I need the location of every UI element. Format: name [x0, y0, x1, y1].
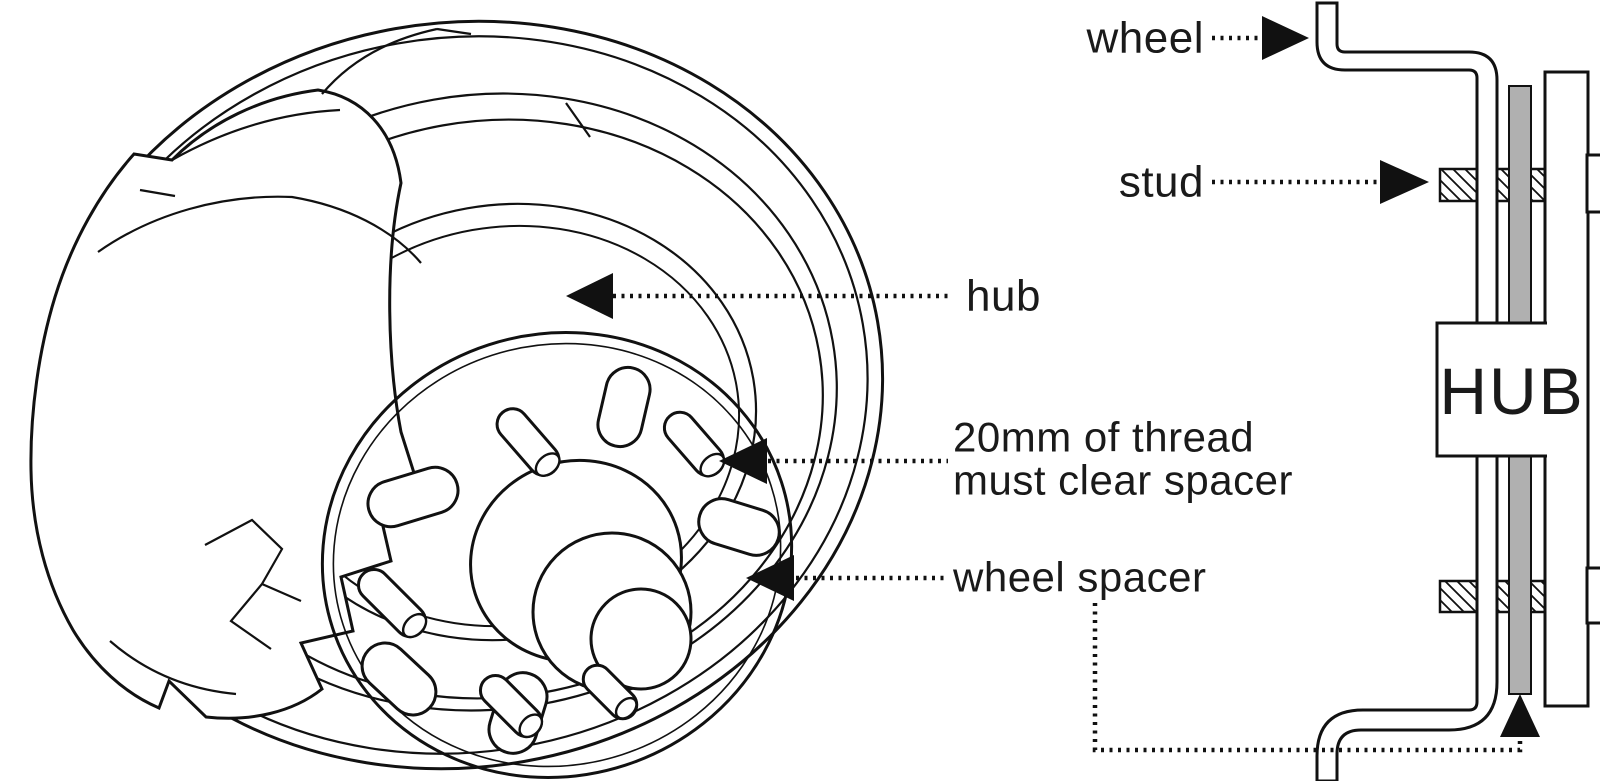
wheel-spacer-route-line: [1092, 603, 1523, 753]
wheel-cross-section: [1315, 1, 1499, 781]
hub-leader-arrow-icon: [566, 273, 613, 319]
spacer-slot: [366, 465, 460, 529]
thread-note-line2: must clear spacer: [953, 457, 1293, 504]
hub-flange: [1543, 70, 1590, 708]
hub-block: [1437, 323, 1547, 456]
stud-leader-arrow-icon: [1380, 160, 1429, 204]
spacer-slot: [360, 641, 438, 717]
wheel-spacer-leader-arrow-icon: [746, 555, 794, 601]
spacer-slot: [596, 365, 652, 449]
stud-label: stud: [1119, 158, 1204, 207]
cross-section-diagram: HUB wheel stud: [1086, 1, 1600, 781]
spacer-slots: [360, 365, 781, 755]
wheel-stud: [495, 407, 561, 478]
wheel-label: wheel: [1086, 14, 1204, 63]
hub-center-boss-end: [589, 587, 693, 691]
wheel-stud: [356, 567, 428, 639]
stud-end-top: [1585, 153, 1600, 214]
spacer-slot: [697, 497, 781, 557]
wheel-stud: [662, 410, 726, 478]
stud-end-bottom: [1585, 566, 1600, 625]
callouts-left-diagram: hub 20mm of thread must clear spacer whe…: [566, 272, 1293, 601]
wheel-spacer-up-arrow-icon: [1500, 694, 1540, 737]
wheel-stud: [478, 673, 544, 739]
wheel-stud: [581, 663, 639, 721]
thread-note-line1: 20mm of thread: [953, 414, 1254, 461]
wheel-studs: [356, 407, 726, 739]
wheel-spacer-disc: [320, 331, 794, 779]
caliper-fin-line: [321, 27, 472, 95]
hub-block-label: HUB: [1439, 354, 1584, 428]
hub-label: hub: [966, 272, 1041, 321]
wheel-leader-arrow-icon: [1262, 16, 1309, 60]
wheel-spacer-label: wheel spacer: [952, 554, 1206, 601]
rotor-hub-illustration: [29, 19, 885, 779]
thread-leader-arrow-icon: [719, 438, 767, 484]
